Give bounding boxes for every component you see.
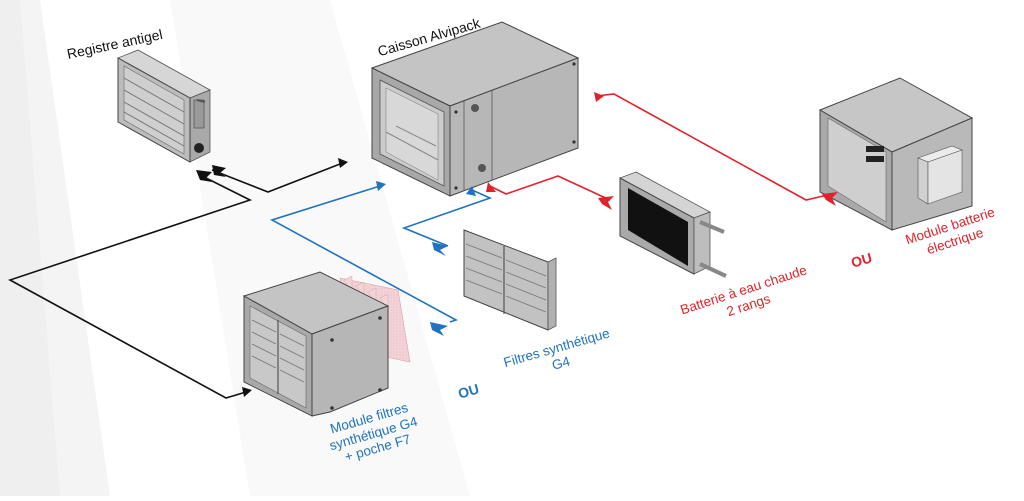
black-tail-icon (196, 170, 212, 182)
red-tail-icon (822, 192, 838, 206)
registre-antigel-damper[interactable] (117, 49, 211, 163)
blue-arrow-icon (466, 186, 476, 196)
blue-tail-icon (432, 242, 448, 256)
batterie-eau-chaude-coil[interactable] (619, 171, 727, 278)
caisson-alvipack-unit[interactable] (370, 21, 580, 197)
black-tail-icon (212, 165, 226, 177)
red-flow-line-batterie-eau (489, 175, 611, 201)
black-flow-line-to-caisson (211, 163, 341, 193)
flow-lines (8, 93, 833, 399)
arrowheads (196, 92, 838, 397)
red-tail-icon (598, 196, 614, 210)
red-arrow-icon (486, 182, 496, 192)
blue-tail-icon (430, 322, 448, 336)
black-arrow-icon (338, 158, 348, 168)
black-arrow-icon (242, 387, 252, 397)
blue-arrow-icon (376, 181, 386, 191)
blue-flow-line-filtres (401, 189, 493, 247)
blue-flow-line-module (269, 185, 459, 323)
red-arrow-icon (594, 92, 604, 102)
black-flow-line-to-module-filtres (8, 175, 253, 399)
module-batterie-electrique-unit[interactable] (818, 77, 974, 231)
red-flow-line-module-elec (595, 93, 833, 201)
filtres-g4-panel[interactable] (463, 229, 557, 331)
module-filtres-unit[interactable] (242, 271, 411, 417)
